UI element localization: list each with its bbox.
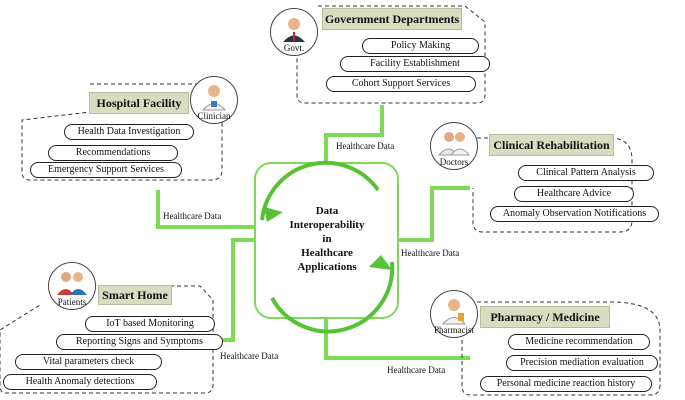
center-line-4: Healthcare	[301, 247, 353, 259]
patients-icon: Patients	[48, 262, 96, 310]
hospital-item-2: Recommendations	[48, 145, 178, 161]
center-line-3: in	[322, 233, 332, 245]
hospital-title: Hospital Facility	[89, 92, 189, 114]
flow-label-pharmacy: Healthcare Data	[387, 365, 446, 375]
flow-label-smarthome: Healthcare Data	[220, 351, 279, 361]
cycle-arrowhead-bottom	[369, 255, 392, 270]
center-title: Data Interoperability in Healthcare Appl…	[262, 204, 392, 274]
cycle-arrows	[260, 160, 395, 334]
connector-smarthome	[213, 238, 255, 342]
government-item-1: Policy Making	[362, 38, 479, 54]
smarthome-item-2: Reporting Signs and Symptoms	[56, 334, 223, 350]
clinical-item-2: Healthcare Advice	[514, 186, 634, 202]
frame-government	[296, 5, 486, 104]
cycle-arrowhead-top	[264, 207, 283, 222]
doctors-group-icon	[437, 132, 471, 156]
govt-icon: Govt.	[270, 8, 318, 56]
hospital-item-1: Health Data Investigation	[64, 124, 194, 140]
connector-clinical	[398, 186, 470, 242]
government-item-2: Facility Establishment	[340, 56, 490, 72]
pharmacy-item-2: Precision mediation evaluation	[506, 355, 658, 371]
center-line-1: Data	[315, 205, 339, 217]
center-line-2: Interoperability	[289, 219, 365, 231]
clinician-person-icon	[201, 85, 227, 111]
doctors-icon-label: Doctors	[439, 157, 469, 167]
group-frames	[0, 5, 661, 396]
pharmacist-person-icon	[441, 299, 467, 325]
connector-government	[324, 105, 384, 163]
clinical-item-1: Clinical Pattern Analysis	[518, 165, 654, 181]
flow-label-government: Healthcare Data	[336, 141, 395, 151]
connector-hospital	[156, 190, 255, 229]
pharmacy-item-1: Medicine recommendation	[508, 334, 650, 350]
doctors-icon: Doctors	[430, 122, 478, 170]
govt-icon-label: Govt.	[283, 43, 305, 53]
pharmacy-title: Pharmacy / Medicine	[480, 306, 610, 328]
clinician-icon: Clinician	[190, 76, 238, 124]
clinical-title: Clinical Rehabilitation	[489, 134, 614, 156]
hospital-item-3: Emergency Support Services	[30, 162, 182, 178]
clinician-icon-label: Clinician	[197, 111, 231, 121]
flow-label-hospital: Healthcare Data	[163, 211, 222, 221]
smarthome-title: Smart Home	[98, 285, 172, 305]
clinical-item-3: Anomaly Observation Notifications	[490, 206, 659, 222]
pharmacist-icon: Pharmacist	[430, 290, 478, 338]
smarthome-item-4: Health Anomaly detections	[3, 374, 157, 390]
pharmacist-icon-label: Pharmacist	[434, 325, 474, 335]
person-suit-icon	[283, 18, 305, 42]
frame-smarthome	[0, 285, 214, 394]
center-line-5: Applications	[297, 261, 357, 273]
smarthome-item-3: Vital parameters check	[15, 354, 162, 370]
pharmacy-item-3: Personal medicine reaction history	[480, 376, 652, 392]
frame-clinical	[470, 137, 633, 233]
frame-pharmacy	[461, 301, 661, 396]
frame-hospital	[21, 83, 223, 181]
patients-group-icon	[57, 272, 87, 295]
government-title: Government Departments	[322, 8, 462, 30]
government-item-3: Cohort Support Services	[326, 76, 476, 92]
patients-icon-label: Patients	[57, 297, 87, 307]
flow-label-clinical: Healthcare Data	[401, 248, 460, 258]
smarthome-item-1: IoT based Monitoring	[85, 316, 215, 332]
